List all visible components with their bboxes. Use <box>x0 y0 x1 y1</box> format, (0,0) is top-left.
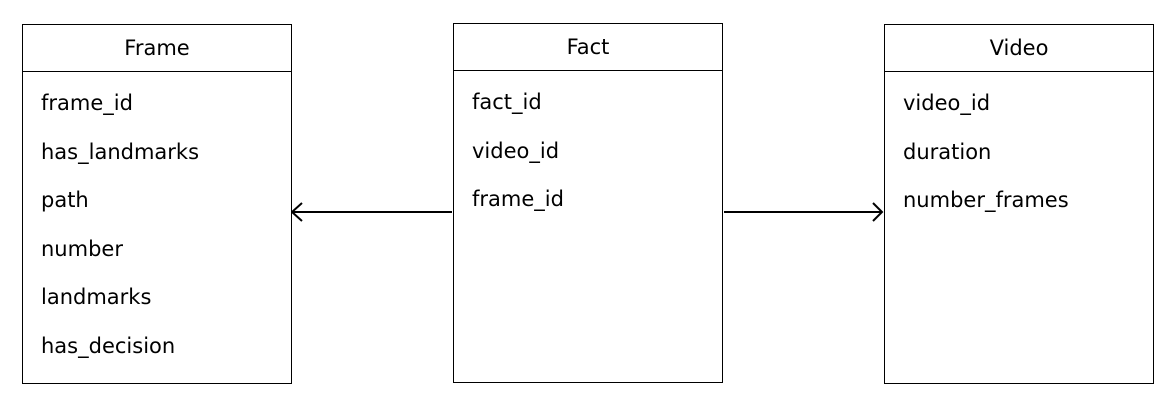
field-fact-id: fact_id <box>472 90 542 114</box>
entity-video-fields: video_id duration number_frames <box>885 72 1153 235</box>
entity-fact[interactable]: Fact fact_id video_id frame_id <box>453 23 723 383</box>
field-number-frames: number_frames <box>903 188 1069 212</box>
field-video-id: video_id <box>903 91 991 115</box>
arrowhead-left-icon <box>290 202 303 222</box>
field-landmarks: landmarks <box>41 285 152 309</box>
field-has-decision: has_decision <box>41 333 176 358</box>
field-number: number <box>41 236 123 261</box>
arrowhead-right-icon <box>872 202 884 222</box>
field-frame-id: frame_id <box>41 91 133 115</box>
entity-fact-title: Fact <box>454 24 722 71</box>
field-fact-frame-id: frame_id <box>472 187 564 211</box>
entity-video[interactable]: Video video_id duration number_frames <box>884 24 1154 384</box>
entity-frame-title: Frame <box>23 25 291 72</box>
field-has-landmarks: has_landmarks <box>41 139 200 164</box>
field-path: path <box>41 188 89 212</box>
field-fact-video-id: video_id <box>472 138 560 163</box>
entity-frame-fields: frame_id has_landmarks path number landm… <box>23 72 291 380</box>
entity-video-title: Video <box>885 25 1153 72</box>
entity-frame[interactable]: Frame frame_id has_landmarks path number… <box>22 24 292 384</box>
arrow-fact-to-frame <box>290 202 452 222</box>
entity-fact-fields: fact_id video_id frame_id <box>454 71 722 234</box>
field-duration: duration <box>903 139 992 164</box>
arrow-fact-to-video <box>724 202 884 222</box>
